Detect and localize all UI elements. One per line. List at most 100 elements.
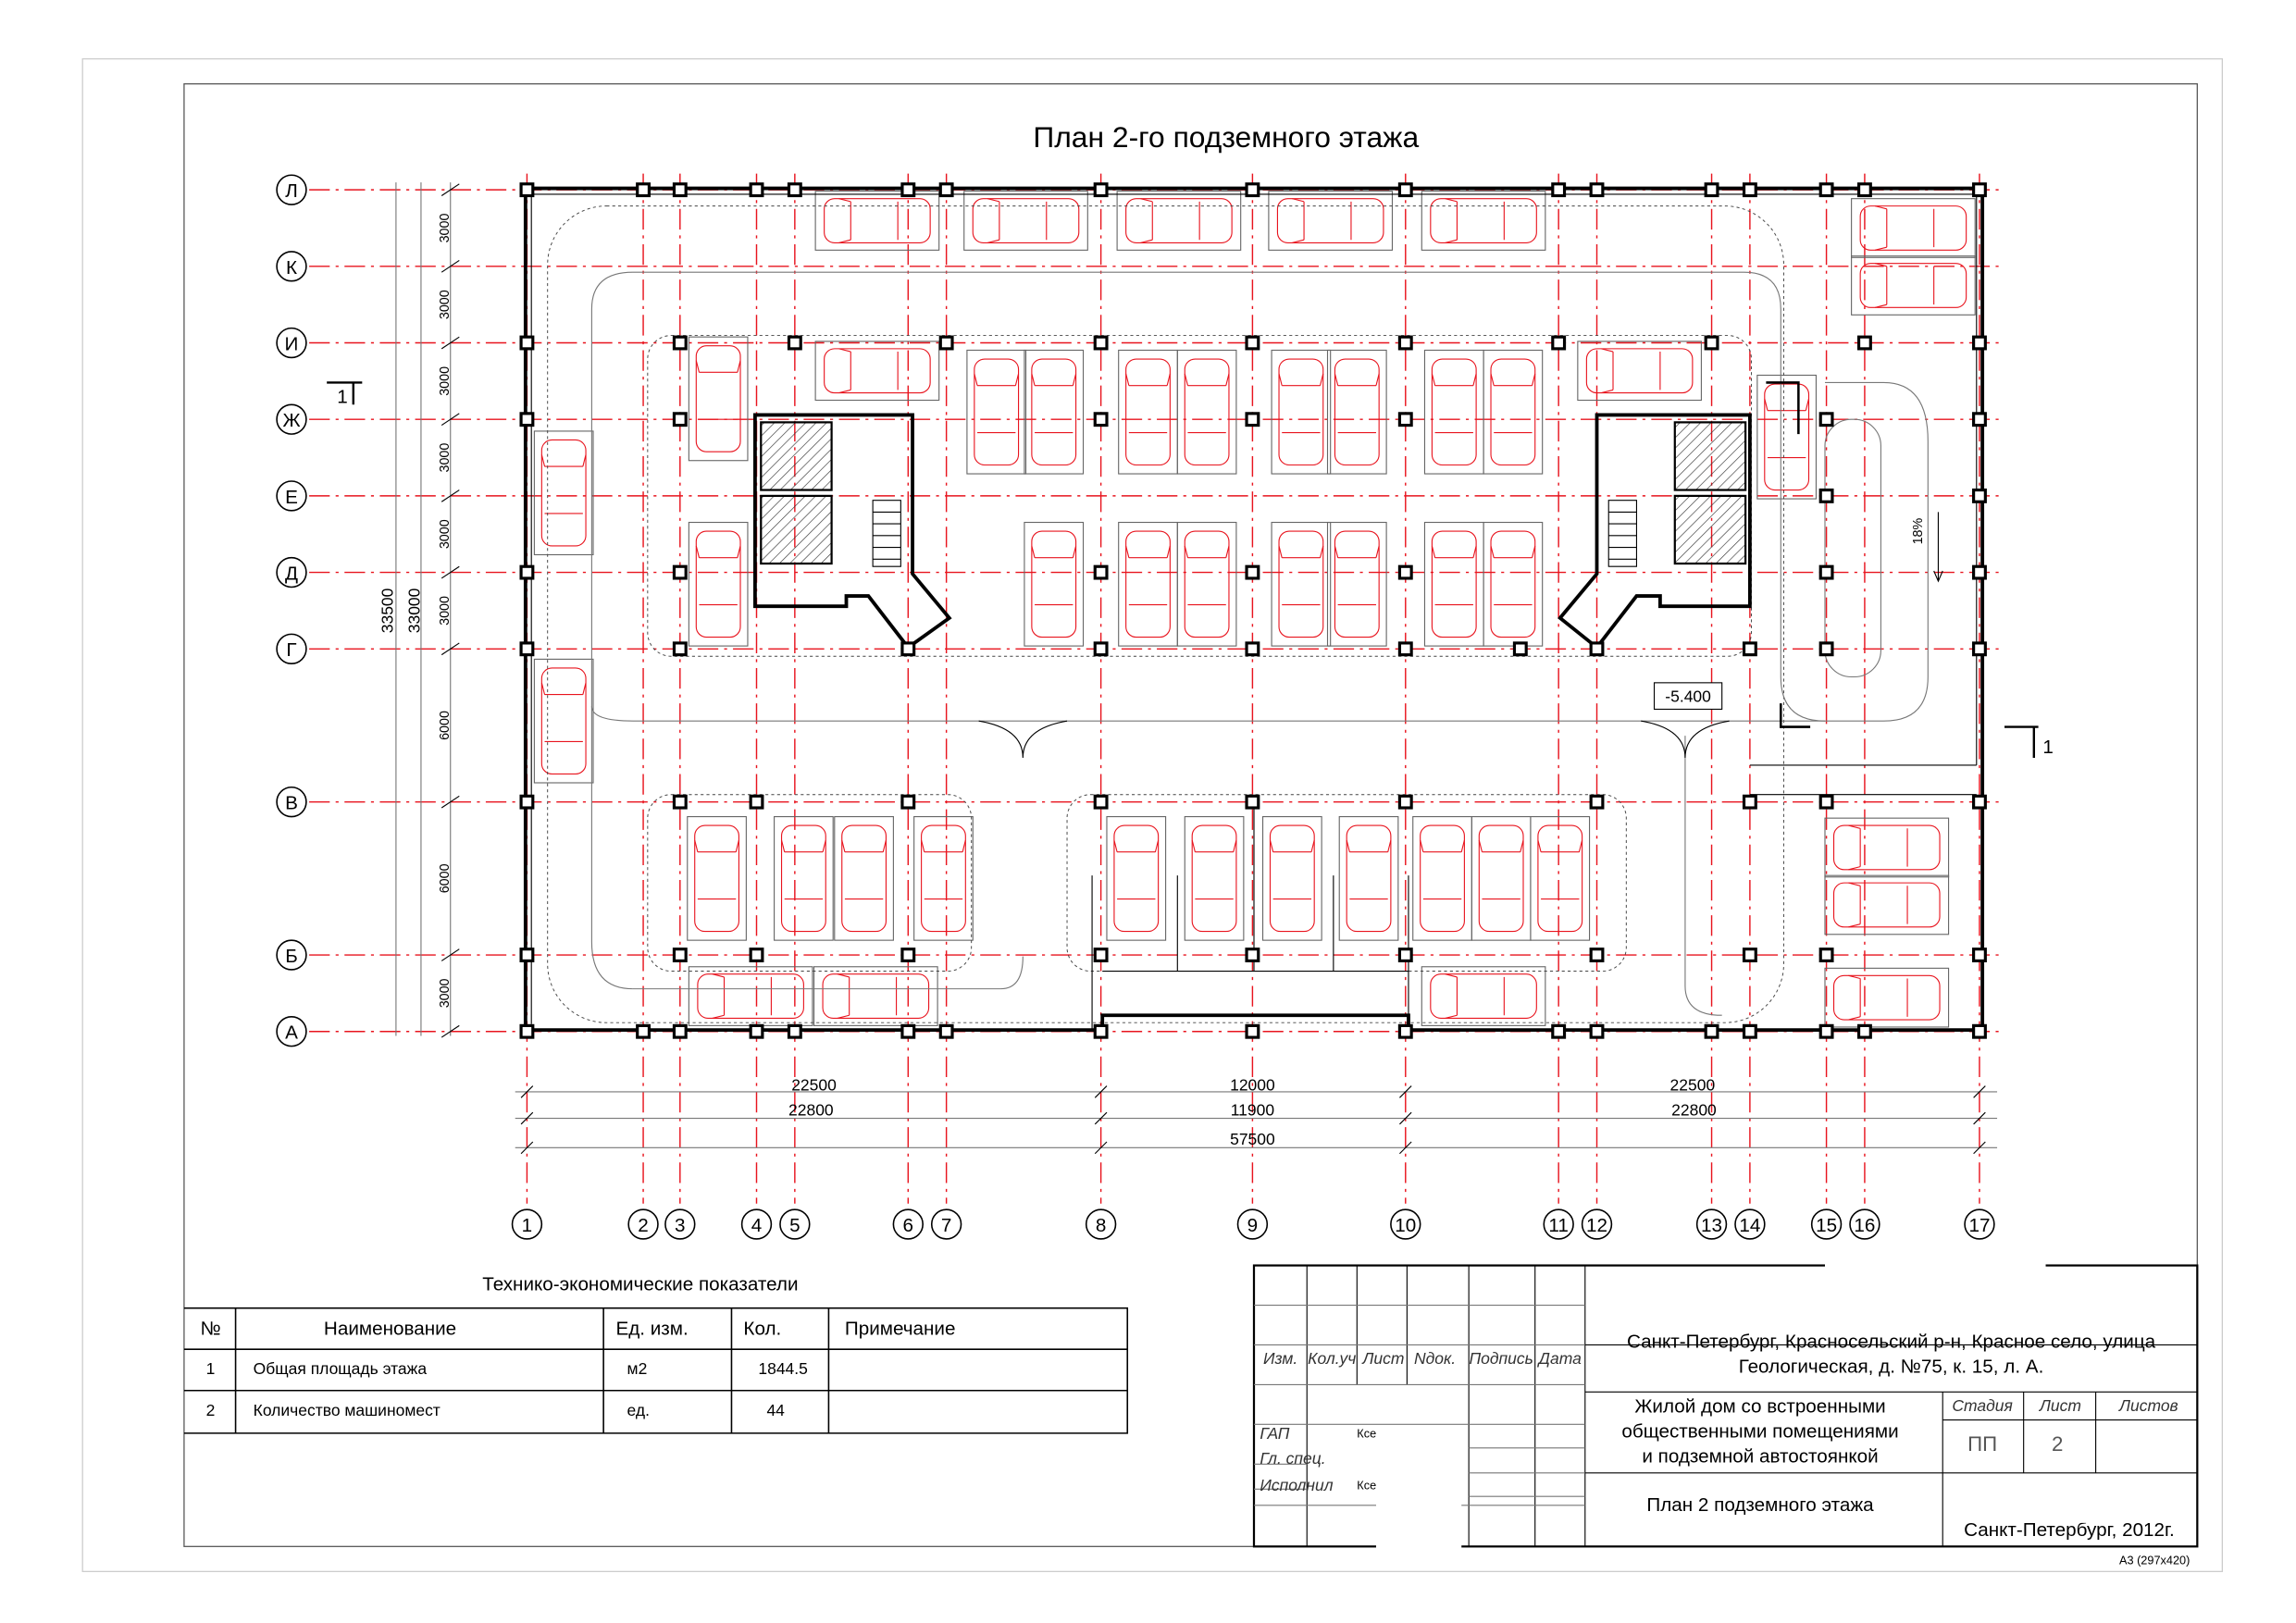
parking-space xyxy=(1118,521,1178,647)
parking-slot-outline xyxy=(1824,967,1950,1028)
column xyxy=(1818,182,1834,198)
ramp-slope: 18% xyxy=(1911,517,1926,544)
column xyxy=(1972,488,1987,503)
column xyxy=(1818,948,1834,962)
column xyxy=(672,182,688,198)
parking-slot-outline xyxy=(1106,816,1167,941)
column xyxy=(1093,641,1109,657)
column xyxy=(1397,412,1413,427)
svg-text:1: 1 xyxy=(337,387,348,408)
axis-label-x: 5 xyxy=(789,1215,800,1236)
parking-slot-outline xyxy=(1471,816,1532,941)
column xyxy=(1245,948,1260,962)
column xyxy=(672,641,688,657)
car-icon xyxy=(1113,824,1160,933)
column xyxy=(749,794,764,810)
column xyxy=(787,335,802,351)
car-icon xyxy=(1832,974,1941,1021)
axis-bubble xyxy=(511,1208,543,1240)
dim-bottom: 22800 xyxy=(788,1100,834,1119)
axis-bubble xyxy=(740,1208,773,1240)
dim-bottom-total: 57500 xyxy=(1230,1130,1275,1148)
driveway-contours xyxy=(547,205,1929,1023)
column xyxy=(1589,182,1605,198)
column xyxy=(1512,641,1528,657)
parking-space xyxy=(687,816,747,941)
axis-label-y: Б xyxy=(285,946,298,967)
column xyxy=(900,1023,916,1039)
axis-label-x: 3 xyxy=(675,1215,686,1236)
car-icon xyxy=(824,198,931,243)
car-icon xyxy=(1125,198,1233,243)
car-icon xyxy=(1184,358,1230,466)
column xyxy=(519,948,535,962)
axis-label-x: 7 xyxy=(941,1215,951,1236)
car-icon xyxy=(974,358,1020,466)
parking-slot-outline xyxy=(1176,521,1237,647)
stamp-role: ГАП xyxy=(1260,1424,1289,1443)
axis-bubble xyxy=(1236,1208,1269,1240)
axis-bubble xyxy=(276,633,307,664)
column xyxy=(1972,948,1987,962)
stamp-signer: Кce xyxy=(1357,1478,1376,1492)
parking-slot-outline xyxy=(814,191,940,251)
stamp-sheet-number: 2 xyxy=(2052,1432,2063,1456)
car-icon xyxy=(695,530,741,638)
parking-space xyxy=(688,336,749,462)
car-icon xyxy=(695,345,741,452)
dimensions: 33500 33000 22500 12000 22500 22800 1190… xyxy=(379,182,1998,1155)
parking-space xyxy=(1756,374,1818,500)
dim-left: 3000 xyxy=(438,366,453,396)
parking-space xyxy=(1824,817,1950,878)
car-icon xyxy=(1431,530,1477,638)
column xyxy=(1589,948,1605,962)
parking-slot-outline xyxy=(1423,521,1484,647)
axis-bubble xyxy=(276,174,307,205)
column xyxy=(1093,948,1109,962)
dim-left: 3000 xyxy=(438,978,453,1008)
dim-bottom: 12000 xyxy=(1230,1075,1275,1094)
axis-label-y: Л xyxy=(285,180,298,202)
ramp-arrow-icon xyxy=(1933,512,1943,583)
car-icon xyxy=(1490,358,1536,466)
axis-label-y: Ж xyxy=(282,410,300,431)
tep-header: Ед. изм. xyxy=(615,1318,688,1339)
parking-space xyxy=(1483,349,1544,475)
axis-bubble xyxy=(1734,1208,1766,1240)
parking-slot-outline xyxy=(1824,874,1950,935)
column xyxy=(519,182,535,198)
stamp-role: Исполнил xyxy=(1260,1476,1333,1494)
column xyxy=(1397,335,1413,351)
tep-cell: 44 xyxy=(766,1401,785,1419)
parking-slot-outline xyxy=(1261,816,1322,941)
column xyxy=(1397,641,1413,657)
parking-space xyxy=(1024,349,1085,475)
axis-label-y: А xyxy=(285,1022,298,1044)
parking-slot-outline xyxy=(688,336,749,462)
column xyxy=(1093,564,1109,580)
parking-slot-outline xyxy=(1118,349,1178,475)
stamp-col-label: Изм. xyxy=(1263,1349,1297,1368)
parking-space xyxy=(688,966,813,1026)
parking-slot-outline xyxy=(913,816,974,941)
axis-bubble xyxy=(1695,1208,1728,1240)
axis-bubble xyxy=(1810,1208,1843,1240)
axis-label-x: 9 xyxy=(1247,1215,1259,1236)
dim-left: 3000 xyxy=(438,443,453,473)
car-icon xyxy=(1278,358,1324,466)
car-icon xyxy=(1031,530,1077,638)
column xyxy=(1704,182,1719,198)
column xyxy=(900,794,916,810)
parking-space xyxy=(1577,341,1702,402)
column xyxy=(1742,1023,1757,1039)
parking-space xyxy=(963,191,1088,251)
axis-bubble xyxy=(664,1208,696,1240)
column xyxy=(1818,794,1834,810)
dim-bottom: 22500 xyxy=(1670,1075,1716,1094)
axis-label-x: 16 xyxy=(1854,1215,1875,1236)
column xyxy=(1742,182,1757,198)
parking-space xyxy=(1423,349,1484,475)
tep-header: № xyxy=(200,1318,220,1339)
stamp-object: и подземной автостоянкой xyxy=(1642,1446,1878,1468)
